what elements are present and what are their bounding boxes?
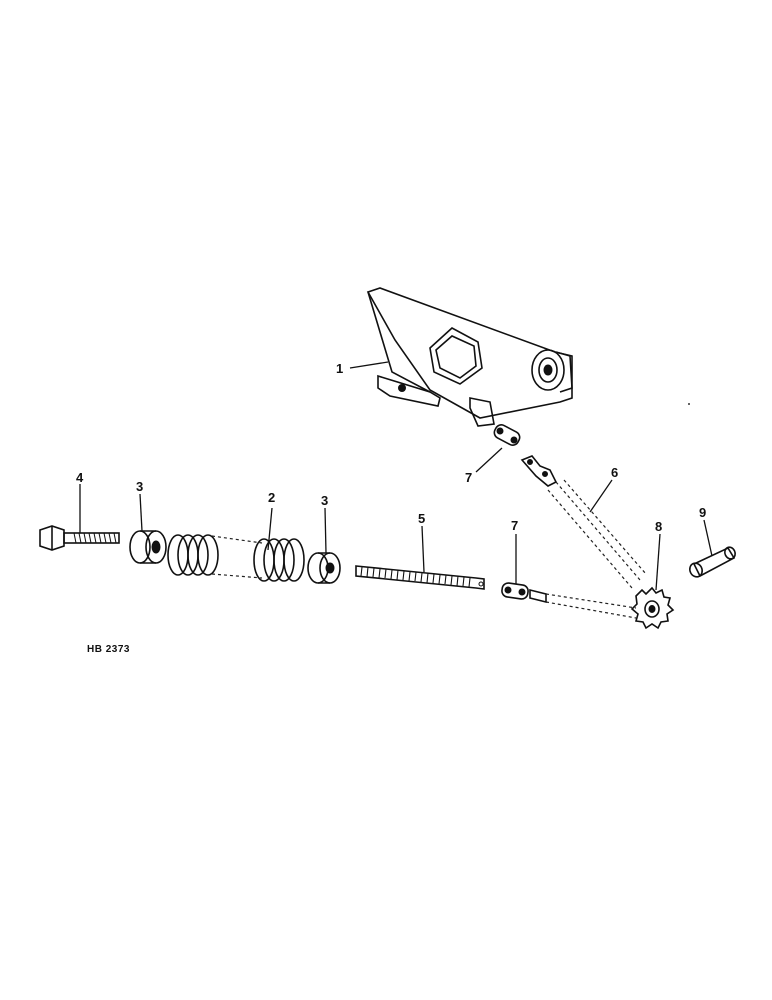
bolt — [39, 525, 120, 551]
leader-line-9 — [703, 519, 713, 557]
callout-3-left: 3 — [136, 479, 143, 494]
roller-chain — [520, 455, 647, 589]
leader-line-3-left — [139, 493, 143, 532]
callout-3-right: 3 — [321, 493, 328, 508]
leader-lines — [79, 361, 713, 591]
bracket-plate — [366, 287, 573, 427]
spring-retainer-left — [129, 530, 167, 564]
drawing-code: HB 2373 — [87, 644, 130, 655]
leader-line-2 — [267, 507, 273, 551]
leader-line-6 — [589, 479, 613, 513]
leader-line-7-upper — [475, 447, 503, 473]
leader-line-3-right — [324, 507, 327, 554]
callout-7-lower: 7 — [511, 518, 518, 533]
leader-line-8 — [655, 533, 661, 591]
callout-4: 4 — [76, 470, 84, 485]
leader-line-1 — [349, 361, 389, 369]
compression-spring — [167, 534, 305, 582]
callout-5: 5 — [418, 511, 425, 526]
chain-connector-link-upper — [493, 424, 521, 446]
stray-mark — [688, 403, 690, 405]
callout-1: 1 — [336, 361, 343, 376]
spring-retainer-right — [307, 552, 341, 584]
callout-8: 8 — [655, 519, 662, 534]
threaded-rod — [355, 565, 485, 590]
callout-7-upper: 7 — [465, 470, 472, 485]
callout-6: 6 — [611, 465, 618, 480]
sleeve — [689, 546, 736, 578]
callout-9: 9 — [699, 505, 706, 520]
sprocket — [630, 586, 675, 630]
callout-2: 2 — [268, 490, 275, 505]
leader-line-5 — [421, 525, 425, 573]
chain-connector-link-lower — [501, 582, 637, 619]
